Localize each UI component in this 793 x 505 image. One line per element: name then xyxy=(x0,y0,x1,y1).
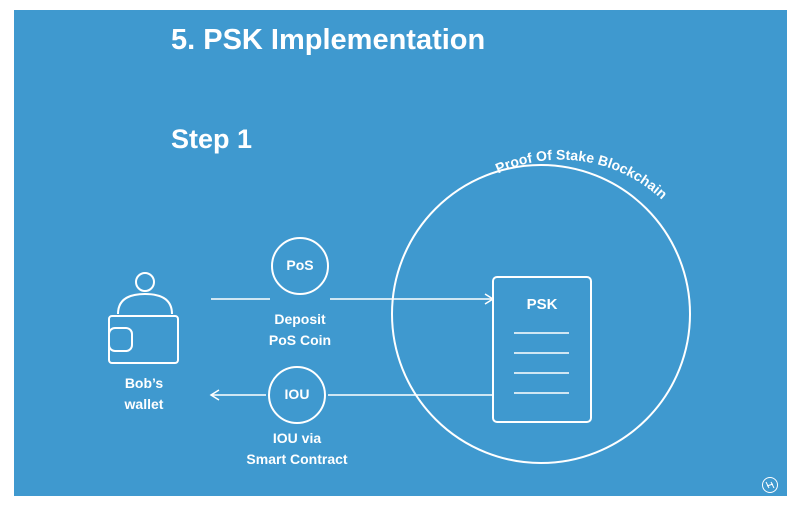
blockchain-circle xyxy=(391,164,691,464)
psk-label: PSK xyxy=(526,296,558,313)
iou-token-label: IOU xyxy=(284,386,310,402)
iou-label-line1: IOU via xyxy=(272,430,322,446)
logo-icon xyxy=(762,477,778,493)
step-heading: Step 1 xyxy=(171,124,253,154)
arrow-left-icon xyxy=(209,389,266,401)
deposit-label-line2: PoS Coin xyxy=(268,332,332,348)
slide: 5. PSK Implementation Step 1 Proof Of St… xyxy=(14,10,787,496)
iou-token-circle xyxy=(268,366,326,424)
iou-label-line2: Smart Contract xyxy=(246,451,348,467)
slide-title: 5. PSK Implementation xyxy=(171,24,486,56)
person-wallet-icon xyxy=(108,272,179,364)
flow-diagram: Proof Of Stake Blockchain xyxy=(108,147,691,464)
pos-token-label: PoS xyxy=(286,257,314,273)
document-icon xyxy=(492,276,592,423)
deposit-label-line1: Deposit xyxy=(274,311,326,327)
blockchain-label-text: Proof Of Stake Blockchain xyxy=(493,147,671,202)
arrow-right-icon xyxy=(330,293,495,305)
pos-token-circle xyxy=(271,237,329,295)
wallet-label-line2: wallet xyxy=(124,396,164,412)
blockchain-label: Proof Of Stake Blockchain xyxy=(493,147,671,202)
wallet-label-line1: Bob’s xyxy=(124,375,164,391)
